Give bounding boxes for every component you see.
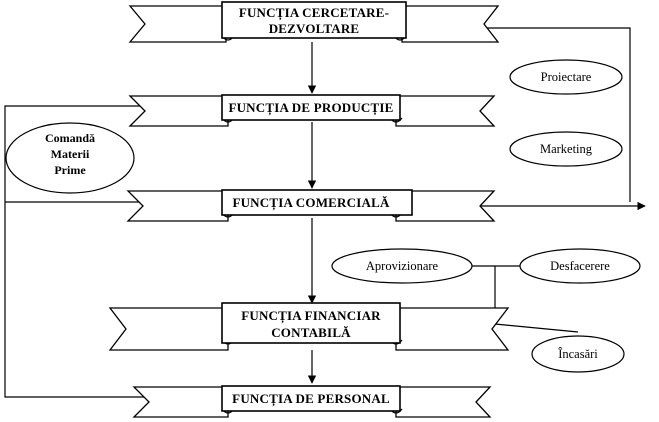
oval-aprovizionare: Aprovizionare [331,248,473,284]
incasari-label: Încasări [558,347,598,361]
comanda-label-line2: Materii [51,147,90,161]
function-personal: FUNCȚIA DE PERSONAL [132,385,492,418]
line-incasari [494,323,579,333]
oval-comanda: Comandă Materii Prime [5,122,135,194]
productie-title: FUNCȚIA DE PRODUCȚIE [228,100,393,116]
financiar-title-line1: FUNCȚIA FINANCIAR [241,308,381,324]
loop-left-productie-personal [4,105,218,397]
desfacerere-label: Desfacerere [550,259,610,273]
function-cercetare: FUNCȚIA CERCETARE- DEZVOLTARE [128,1,500,43]
oval-desfacerere: Desfacerere [519,248,641,284]
comanda-label-line3: Prime [54,163,86,177]
marketing-label: Marketing [540,142,593,156]
personal-title: FUNCȚIA DE PERSONAL [232,391,390,407]
cercetare-title-line2: DEZVOLTARE [269,21,360,36]
loop-right-cercetare [443,28,631,202]
aprovizionare-label: Aprovizionare [366,259,439,273]
comerciala-title: FUNCȚIA COMERCIALĂ [232,195,389,211]
oval-marketing: Marketing [509,131,623,167]
comanda-label-line1: Comandă [45,131,95,145]
oval-proiectare: Proiectare [509,59,623,95]
oval-incasari: Încasări [531,335,625,373]
proiectare-label: Proiectare [541,70,592,84]
cercetare-title-line1: FUNCȚIA CERCETARE- [239,5,389,21]
function-financiar: FUNCȚIA FINANCIAR CONTABILĂ [108,302,510,351]
function-comerciala: FUNCȚIA COMERCIALĂ [126,189,496,222]
function-productie: FUNCȚIA DE PRODUCȚIE [128,94,496,127]
financiar-title-line2: CONTABILĂ [271,325,351,340]
